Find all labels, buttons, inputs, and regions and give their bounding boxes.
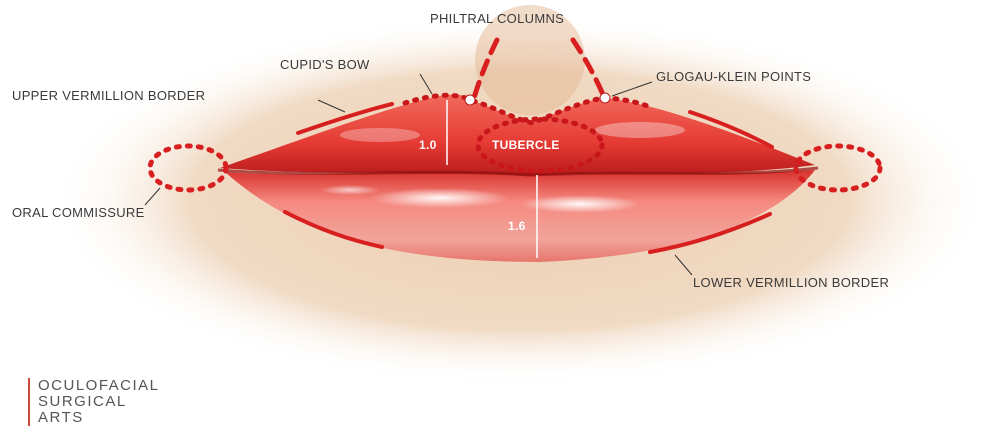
label-philtral-columns: PHILTRAL COLUMNS — [430, 12, 564, 25]
label-ratio-lower: 1.6 — [508, 220, 526, 232]
label-ratio-upper: 1.0 — [419, 139, 437, 151]
label-oral-commissure: ORAL COMMISSURE — [12, 206, 145, 219]
brand-line-3: ARTS — [38, 410, 160, 426]
glogau-klein-point-left — [465, 95, 475, 105]
label-lower-vermillion-border: LOWER VERMILLION BORDER — [693, 276, 889, 289]
label-glogau-klein-points: GLOGAU-KLEIN POINTS — [656, 70, 811, 83]
brand-line-2: SURGICAL — [38, 394, 160, 410]
upper-lip-shine-2 — [340, 128, 420, 142]
lower-lip-shine-3 — [320, 185, 380, 195]
brand-line-1: OCULOFACIAL — [38, 378, 160, 394]
label-upper-vermillion-border: UPPER VERMILLION BORDER — [12, 89, 205, 102]
glogau-klein-point-right — [600, 93, 610, 103]
lower-lip-shine-2 — [520, 195, 640, 213]
brand-logo: OCULOFACIAL SURGICAL ARTS — [28, 378, 160, 426]
label-tubercle: TUBERCLE — [492, 139, 560, 151]
label-cupids-bow: CUPID'S BOW — [280, 58, 370, 71]
lower-lip-shine — [370, 188, 510, 208]
upper-lip-shine — [595, 122, 685, 138]
